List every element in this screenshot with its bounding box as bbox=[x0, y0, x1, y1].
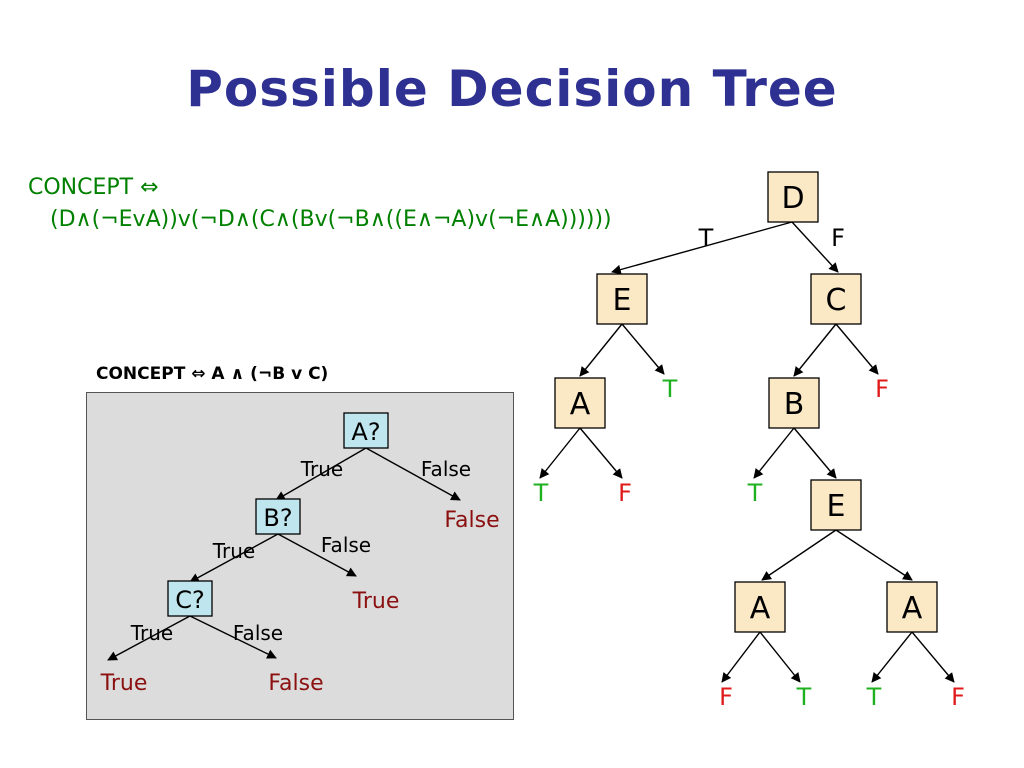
node-c: C bbox=[810, 273, 862, 325]
leaf-a2-true: T bbox=[796, 683, 812, 711]
edge-b-false bbox=[277, 533, 357, 577]
edge-c-false bbox=[189, 615, 277, 659]
svg-text:B?: B? bbox=[263, 504, 292, 532]
leaf-a-true: T bbox=[533, 479, 549, 507]
node-a-bottom-left: A bbox=[734, 581, 786, 633]
leaf-c-false: F bbox=[875, 375, 889, 403]
edge-c-true bbox=[107, 615, 191, 661]
leaf-b-true: T bbox=[747, 479, 763, 507]
edge-e-a bbox=[579, 323, 623, 377]
concept-formula-line1: CONCEPT ⇔ bbox=[28, 175, 159, 200]
node-e-bottom: E bbox=[810, 479, 862, 531]
concept-formula: CONCEPT ⇔ (D∧(¬EvA))v(¬D∧(C∧(Bv(¬B∧((E∧¬… bbox=[28, 172, 612, 236]
svg-text:A?: A? bbox=[351, 418, 380, 446]
edge-b-c bbox=[189, 533, 279, 583]
node-d: D bbox=[767, 171, 819, 223]
node-b: B bbox=[768, 377, 820, 429]
svg-text:A: A bbox=[902, 591, 923, 626]
edge-a2-f bbox=[721, 631, 761, 683]
edge-c-b bbox=[793, 323, 837, 377]
svg-text:C?: C? bbox=[175, 586, 205, 614]
edge-b-t bbox=[753, 427, 795, 479]
svg-text:A: A bbox=[570, 387, 591, 422]
small-edge-label-c-true: True bbox=[130, 621, 173, 645]
edge-a3-t bbox=[871, 631, 913, 683]
small-leaf-c-false: False bbox=[268, 671, 323, 696]
small-edge-label-b-false: False bbox=[321, 533, 371, 557]
edge-label-f: F bbox=[831, 224, 845, 252]
edge-e-t bbox=[621, 323, 665, 375]
edge-a2-t bbox=[759, 631, 801, 683]
svg-text:C: C bbox=[826, 283, 847, 318]
svg-text:E: E bbox=[827, 489, 846, 524]
leaf-a3-false: F bbox=[951, 683, 965, 711]
big-tree-edges bbox=[539, 221, 955, 683]
svg-text:D: D bbox=[781, 181, 804, 216]
concept-formula-line2: (D∧(¬EvA))v(¬D∧(C∧(Bv(¬B∧((E∧¬A)v(¬E∧A))… bbox=[50, 207, 612, 232]
edge-b-e bbox=[793, 427, 837, 479]
edge-a-f bbox=[579, 427, 623, 479]
leaf-a2-false: F bbox=[719, 683, 733, 711]
node-a-left: A bbox=[554, 377, 606, 429]
page-title: Possible Decision Tree bbox=[186, 60, 838, 118]
small-leaf-a-false: False bbox=[444, 508, 499, 533]
leaf-e-true: T bbox=[662, 375, 678, 403]
svg-text:E: E bbox=[613, 283, 632, 318]
edge-a-false bbox=[365, 447, 461, 501]
edge-label-t: T bbox=[698, 224, 714, 252]
edge-a-t bbox=[539, 427, 581, 479]
small-tree-edges bbox=[107, 447, 461, 661]
node-a-bottom-right: A bbox=[886, 581, 938, 633]
small-node-a: A? bbox=[343, 412, 389, 449]
node-e-top: E bbox=[596, 273, 648, 325]
svg-text:A: A bbox=[750, 591, 771, 626]
edge-e-a-left bbox=[761, 529, 837, 581]
small-edge-label-b-true: True bbox=[212, 539, 255, 563]
leaf-a3-true: T bbox=[866, 683, 882, 711]
edge-d-c bbox=[791, 221, 839, 273]
small-node-b: B? bbox=[255, 498, 301, 535]
edge-a3-f bbox=[911, 631, 955, 683]
small-node-c: C? bbox=[167, 580, 213, 617]
small-tree-panel bbox=[86, 392, 514, 720]
small-edge-label-a-false: False bbox=[421, 457, 471, 481]
small-concept-formula: CONCEPT ⇔ A ∧ (¬B v C) bbox=[96, 364, 329, 384]
edge-a-b bbox=[275, 447, 367, 501]
small-edge-label-a-true: True bbox=[300, 457, 343, 481]
small-leaf-c-true: True bbox=[100, 671, 148, 696]
edge-e-a-right bbox=[835, 529, 913, 581]
svg-text:B: B bbox=[784, 387, 805, 422]
small-edge-label-c-false: False bbox=[233, 621, 283, 645]
edge-c-f bbox=[835, 323, 879, 375]
small-leaf-b-false: True bbox=[352, 589, 400, 614]
edge-d-e bbox=[611, 221, 793, 275]
leaf-a-false: F bbox=[618, 479, 632, 507]
